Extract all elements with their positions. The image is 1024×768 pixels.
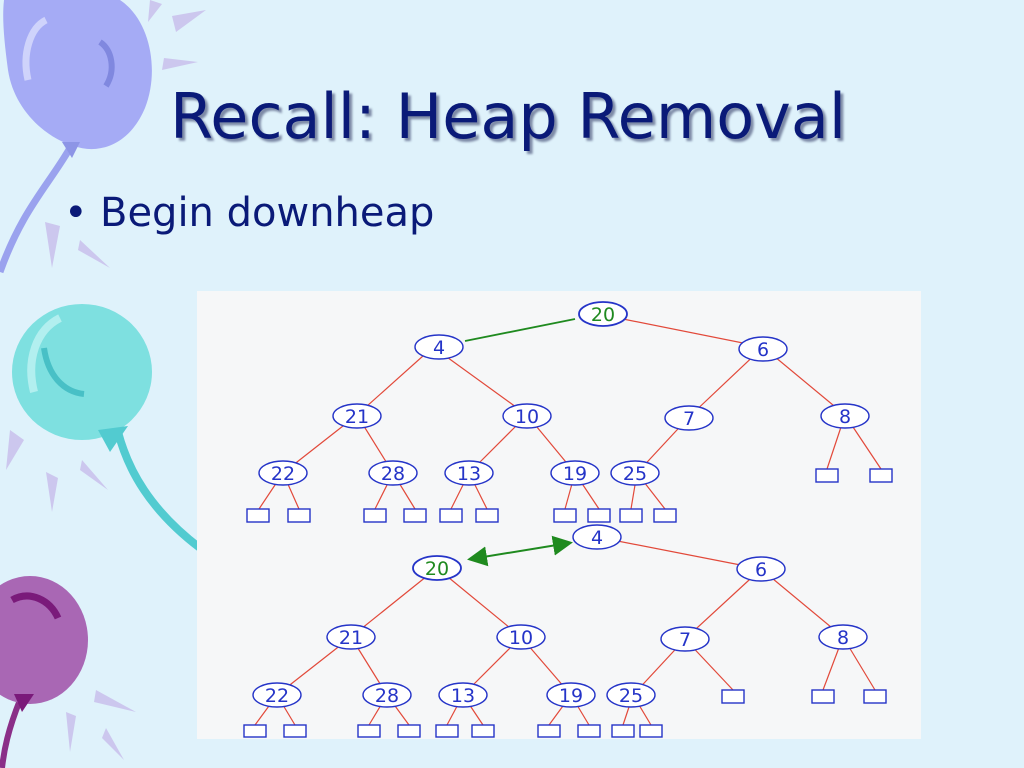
heap-node: 19 [546,682,596,708]
svg-text:21: 21 [345,406,369,428]
svg-text:4: 4 [433,337,445,359]
svg-text:28: 28 [381,463,405,485]
svg-text:6: 6 [757,339,769,361]
heap-node: 25 [606,682,656,708]
svg-text:20: 20 [591,304,615,326]
bullet-dot-icon: • [64,190,88,236]
svg-text:8: 8 [837,627,849,649]
heap-node: 21 [326,624,376,650]
svg-text:25: 25 [619,685,643,707]
external-leaf-squares [243,689,887,738]
svg-text:13: 13 [451,685,475,707]
heap-node: 22 [252,682,302,708]
heap-node: 20 [578,301,628,327]
bullet-text: Begin downheap [100,190,435,236]
svg-text:7: 7 [683,408,695,430]
svg-text:8: 8 [839,406,851,428]
slide-title: Recall: Heap Removal [170,80,847,153]
bullet-item: • Begin downheap [64,190,434,236]
external-leaf-squares [246,468,893,523]
heap-node: 8 [818,624,868,650]
svg-text:13: 13 [457,463,481,485]
heap-node: 28 [362,682,412,708]
heap-tree-after: 4 20 6 21 10 [243,524,887,738]
heap-trees-svg: 20 4 6 21 10 [243,301,893,738]
swap-arrow-icon [467,535,573,567]
svg-text:22: 22 [271,463,295,485]
heap-node: 13 [444,460,494,486]
heap-node: 4 [572,524,622,550]
heap-node: 19 [550,460,600,486]
heap-node: 13 [438,682,488,708]
heap-node: 7 [660,626,710,652]
svg-text:21: 21 [339,627,363,649]
heap-node: 28 [368,460,418,486]
svg-text:10: 10 [515,406,539,428]
svg-text:19: 19 [559,685,583,707]
heap-diagram: 20 4 6 21 10 [197,291,921,739]
heap-node: 25 [610,460,660,486]
svg-text:6: 6 [755,559,767,581]
heap-node: 6 [738,336,788,362]
svg-text:19: 19 [563,463,587,485]
heap-node: 6 [736,556,786,582]
heap-node: 10 [496,624,546,650]
heap-node: 4 [414,334,464,360]
heap-tree-before: 20 4 6 21 10 [246,301,893,523]
svg-text:10: 10 [509,627,533,649]
heap-node: 21 [332,403,382,429]
svg-text:7: 7 [679,629,691,651]
heap-node: 22 [258,460,308,486]
svg-text:4: 4 [591,527,603,549]
heap-node: 7 [664,405,714,431]
svg-text:25: 25 [623,463,647,485]
heap-node: 10 [502,403,552,429]
heap-node: 20 [412,555,462,581]
svg-text:20: 20 [425,558,449,580]
svg-text:22: 22 [265,685,289,707]
swap-edge [464,318,576,342]
svg-text:28: 28 [375,685,399,707]
heap-node: 8 [820,403,870,429]
